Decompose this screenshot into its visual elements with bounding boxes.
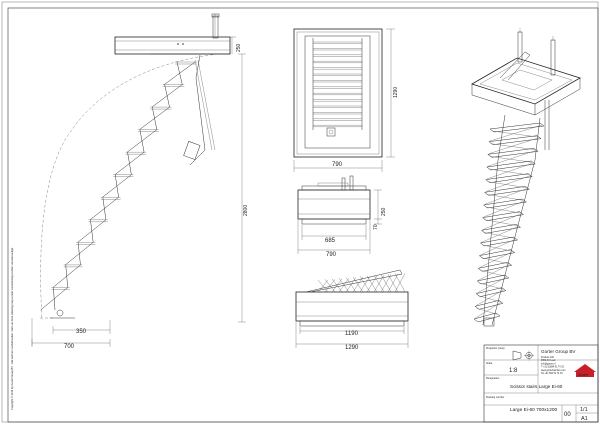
- dim-base-outer: 700: [64, 344, 75, 350]
- top-view-outer-frame: [293, 28, 383, 158]
- sheet-border-inner: [7, 7, 599, 423]
- company-name: Gorter Group BV: [541, 349, 576, 354]
- svg-text:Gorter: Gorter: [578, 373, 589, 377]
- scale-label: Scale: [486, 362, 493, 365]
- revision-value: 00: [564, 412, 571, 418]
- dim-top-width: 790: [332, 162, 343, 168]
- gorter-logo: Gorter: [574, 364, 596, 377]
- isometric-view: [471, 28, 581, 327]
- drawing-number-value: Large Ei-60 700x1200: [510, 407, 558, 413]
- dim-long-outer: 1290: [345, 345, 359, 351]
- swing-arc: [40, 53, 219, 321]
- copyright-note: Copyright © 2019 by Gorter Group BV - Al…: [10, 247, 14, 410]
- scissor-stair-side: [40, 61, 197, 319]
- drawing-number-label: Drawing number: [486, 396, 505, 399]
- dim-front-height-b: 70: [373, 224, 379, 230]
- company-line: T +31 (0)594 51 74 33: [541, 367, 564, 369]
- dim-long-inner: 1190: [345, 331, 359, 337]
- long-view: 1190 1290: [295, 269, 409, 351]
- dim-front-height-a: 250: [381, 207, 387, 216]
- designation-value: Scissor stairs Large Ei-60: [510, 384, 563, 389]
- dim-height-total: 2800: [243, 205, 249, 216]
- dim-front-inner: 685: [325, 238, 336, 244]
- company-line: www.gorterhatches.com: [541, 369, 566, 372]
- scale-value: 1:8: [509, 368, 518, 374]
- projection-label: Projection (view): [486, 347, 505, 350]
- dim-base-inner: 350: [76, 329, 87, 335]
- side-view-dimensions: 2800 250 350 700: [31, 36, 249, 350]
- company-line: Postbus 100: [541, 356, 554, 359]
- title-block: Projection (view) Gorter Group BV Postbu…: [483, 344, 599, 423]
- dim-frame-height: 250: [236, 43, 242, 52]
- top-view: 790 1290: [293, 28, 399, 172]
- front-view: 685 790 250 70: [297, 175, 387, 258]
- sheet-value: 1/1: [580, 407, 588, 413]
- format-value: A1: [581, 416, 588, 422]
- designation-label: Designation: [486, 377, 500, 380]
- ceiling-frame: [114, 36, 231, 55]
- company-line: 9350 AC Leek: [541, 359, 556, 362]
- company-line: Tel +31 594 51 74 33: [541, 373, 563, 375]
- dim-top-length: 1290: [393, 87, 399, 98]
- projection-symbol-icon: [512, 350, 534, 361]
- dim-front-outer: 790: [326, 252, 337, 258]
- side-view: [40, 13, 231, 321]
- company-line: info@gorter.nl: [541, 362, 556, 365]
